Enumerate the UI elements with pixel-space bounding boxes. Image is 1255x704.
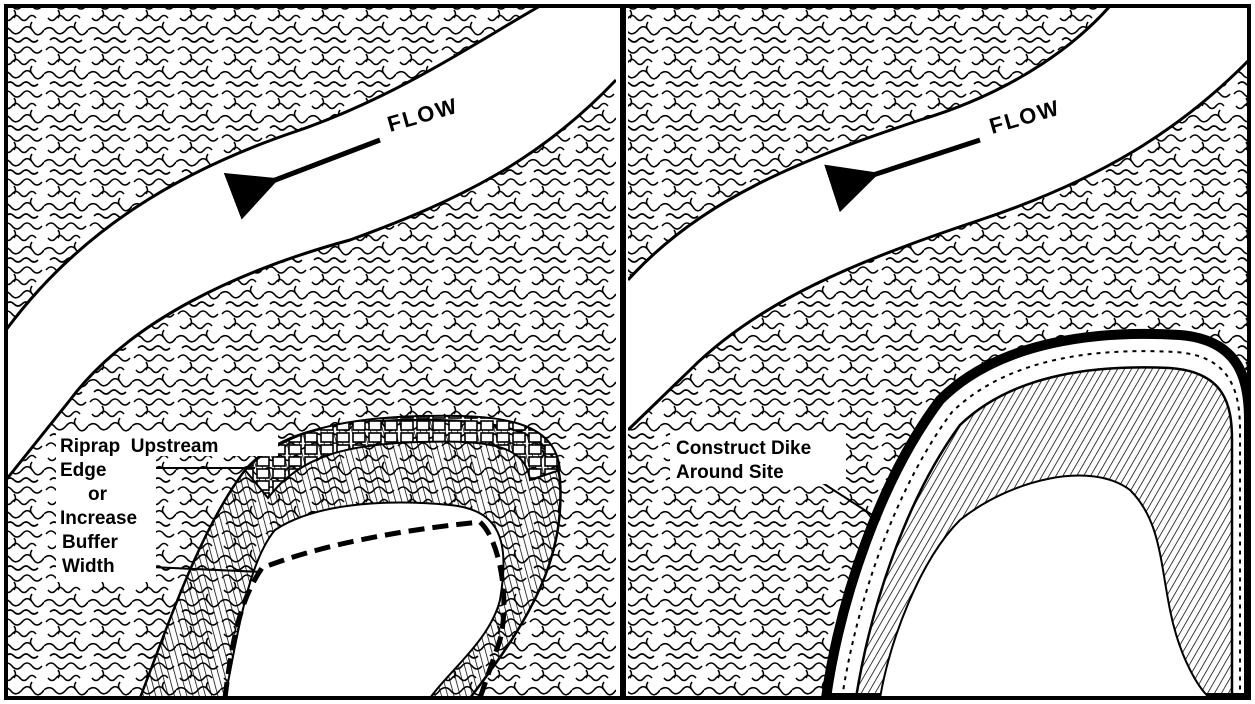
annotation-line-1: Construct Dike [676,438,811,459]
annotation-line-3: or [88,484,108,505]
panel-left-riprap: FLOW Riprap Upstream Edge or Increase Bu… [6,6,616,698]
annotation-line-5: Buffer [62,532,119,553]
annotation-line-2: Edge [60,460,106,481]
annotation-line-2: Around Site [676,462,784,483]
annotation-line-6: Width [62,556,115,577]
annotation-line-4: Increase [60,508,137,529]
annotation-line-1: Riprap Upstream [60,436,218,457]
panel-right-dike: FLOW Construct Dike Around Site [628,6,1249,698]
